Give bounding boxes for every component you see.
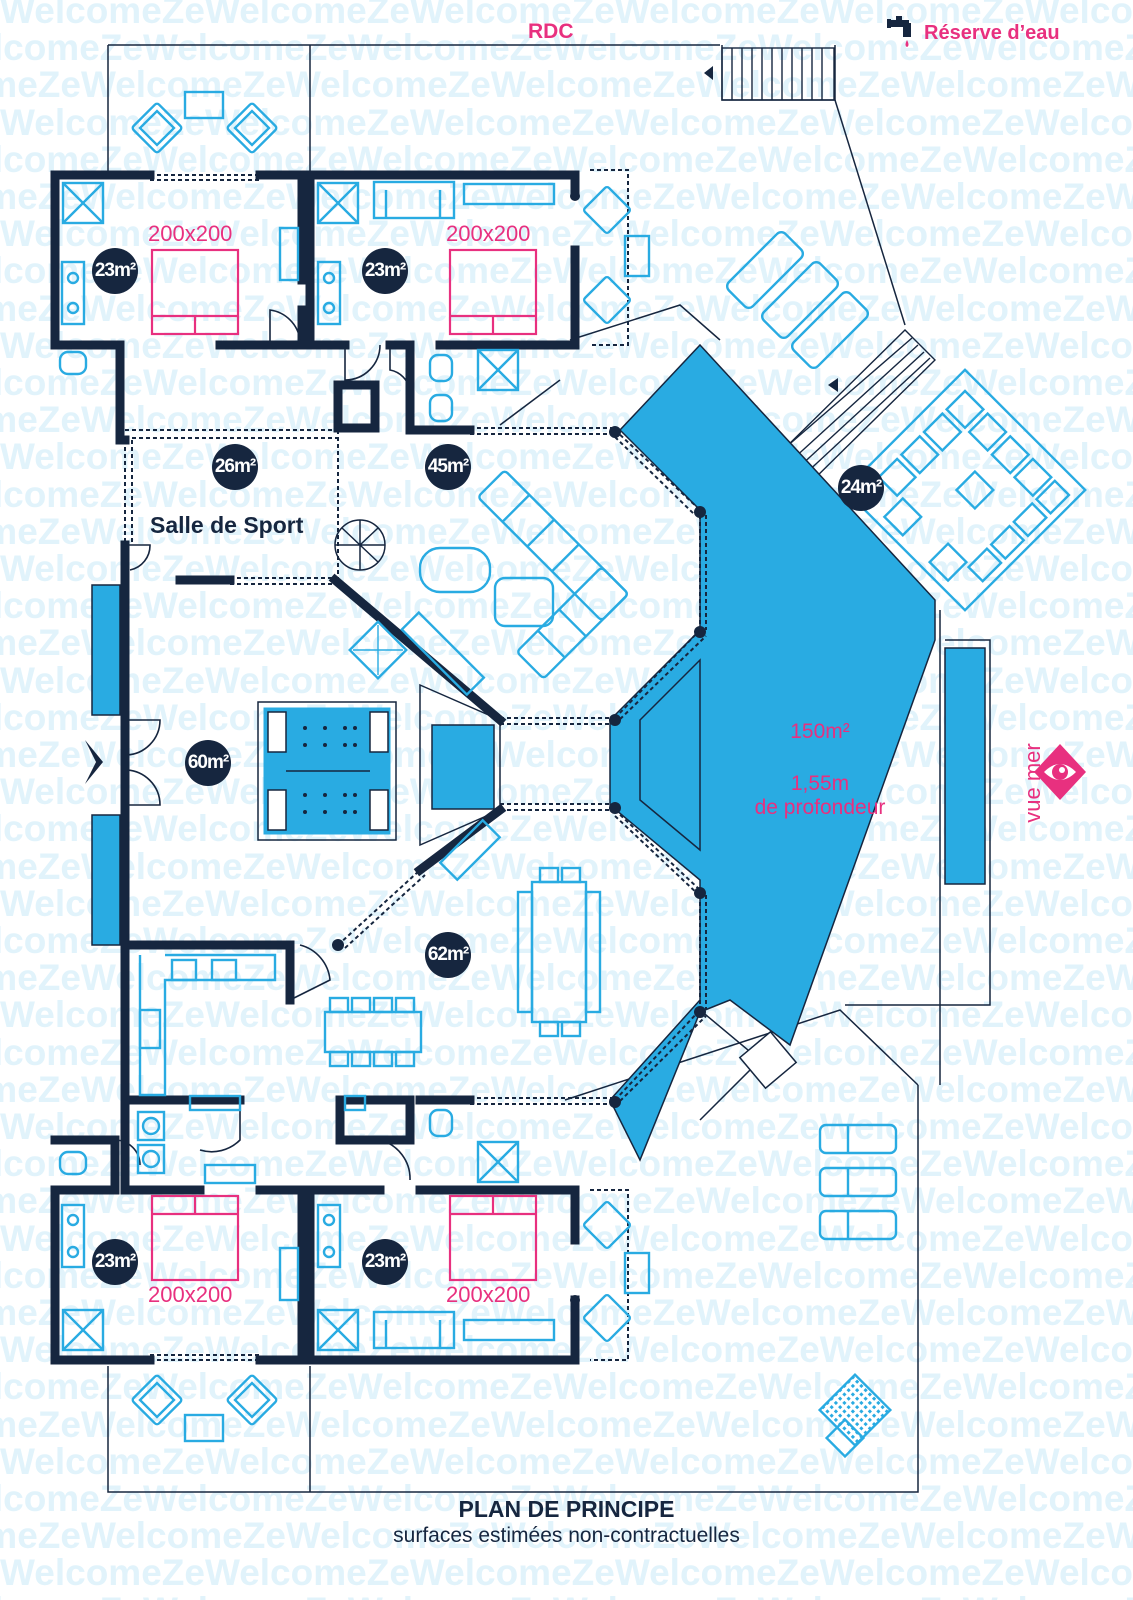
pool-depth-note: de profondeur (754, 796, 886, 819)
area-badge: 23m² (362, 248, 408, 294)
entrance-arrow (85, 740, 103, 784)
deck-arrow (828, 378, 838, 392)
water-feature (419, 683, 501, 847)
pool-depth: 1,55m (790, 772, 850, 795)
area-badge: 23m² (362, 1239, 408, 1285)
furniture (58, 90, 1087, 1459)
eye-icon (1034, 744, 1086, 800)
plan-title: PLAN DE PRINCIPE (458, 1496, 675, 1522)
area-badge: 62m² (425, 932, 471, 978)
area-badge: 23m² (92, 1239, 138, 1285)
area-badge: 45m² (425, 444, 471, 490)
beds (150, 248, 538, 1282)
bed-size-label: 200x200 (446, 221, 531, 246)
doors (114, 309, 411, 1181)
area-badge: 60m² (185, 740, 231, 786)
wall-nodes (332, 191, 706, 1305)
bed-size-label: 200x200 (446, 1282, 531, 1307)
pool-area: 150m² (790, 720, 850, 743)
bed-size-label: 200x200 (148, 221, 233, 246)
facade-panels (91, 584, 121, 946)
bed-size-label: 200x200 (148, 1282, 233, 1307)
glazed-walls (124, 169, 707, 1361)
site-outline (107, 44, 991, 1493)
area-badge: 26m² (212, 444, 258, 490)
spiral-stair (334, 519, 386, 571)
area-badge: 23m² (92, 248, 138, 294)
water-tap-icon (887, 16, 911, 47)
swimming-pool (609, 343, 986, 1162)
jacuzzi (257, 701, 397, 841)
level-title: RDC (528, 20, 574, 43)
entrance-stairs (721, 47, 835, 101)
water-reserve-label: Réserve d’eau (924, 22, 1060, 44)
area-badge: 24m² (838, 465, 884, 511)
gym-label: Salle de Sport (150, 512, 304, 538)
plan-subtitle: surfaces estimées non-contractuelles (393, 1524, 740, 1547)
stairs-arrow (704, 66, 713, 80)
